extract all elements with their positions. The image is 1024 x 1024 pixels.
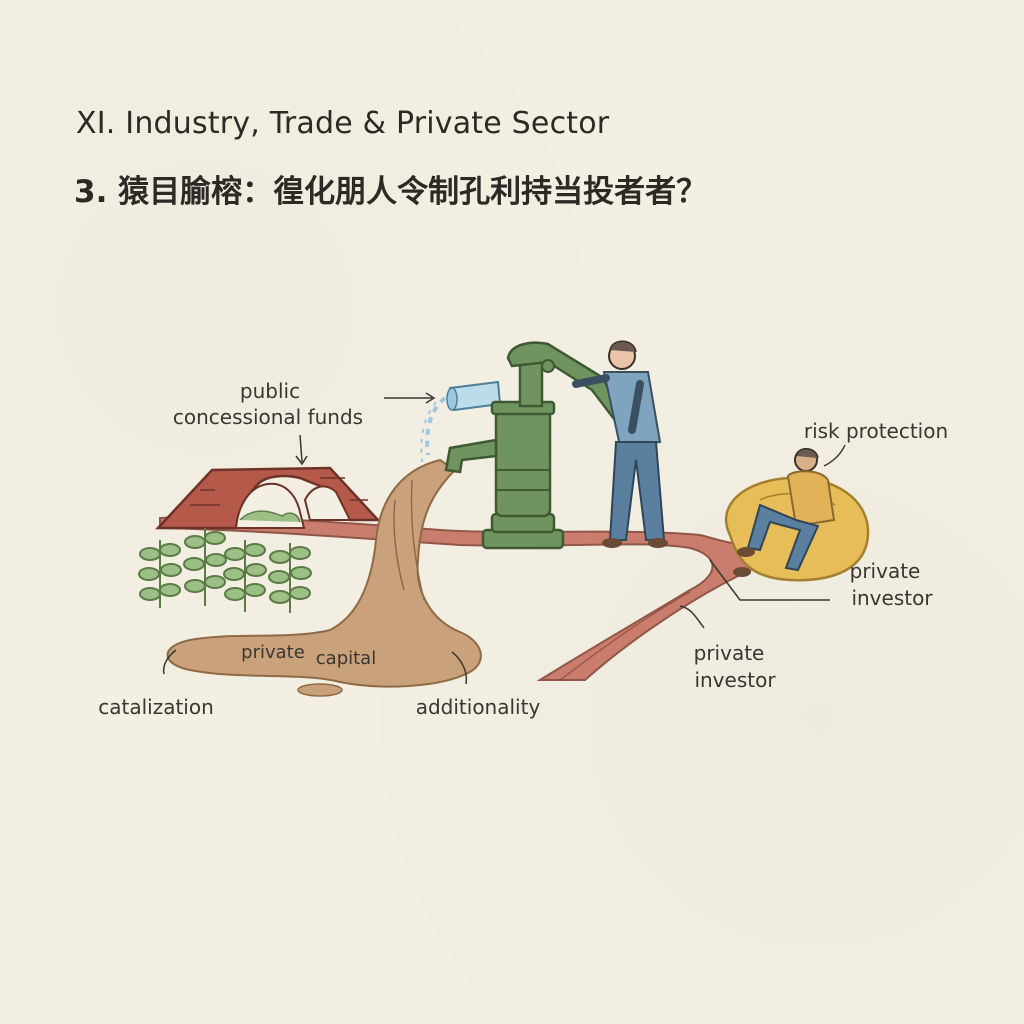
water-stream (420, 396, 447, 463)
label-concessional-funds: concessional funds (173, 405, 363, 429)
seedling-icon (268, 543, 312, 613)
annotation-leaders (162, 392, 846, 685)
section-heading: XI. Industry, Trade & Private Sector (76, 106, 610, 141)
bridge-icon (155, 466, 381, 530)
label-additionality: additionality (416, 695, 541, 719)
label-catalization: catalization (98, 695, 214, 719)
private-capital-flow (166, 458, 482, 697)
label-private-investor-bottom-1: private (694, 641, 765, 665)
label-private-investor-right-2: investor (851, 586, 933, 610)
seedling-icon (223, 540, 267, 612)
label-private-capital-2: capital (316, 648, 376, 669)
seedling-icon (138, 540, 182, 608)
person-icon (572, 340, 668, 548)
seedlings (138, 528, 312, 613)
page-title: 3. 猿目腧榕：徨化朋人令制孔利持当投者者？ (74, 174, 708, 210)
label-private-investor-bottom-2: investor (694, 668, 776, 692)
label-risk-protection: risk protection (804, 419, 948, 443)
label-public: public (240, 379, 300, 403)
label-private-capital-1: private (241, 642, 305, 663)
seedling-icon (183, 528, 227, 606)
label-private-investor-right-1: private (850, 559, 921, 583)
person-icon (733, 448, 836, 577)
